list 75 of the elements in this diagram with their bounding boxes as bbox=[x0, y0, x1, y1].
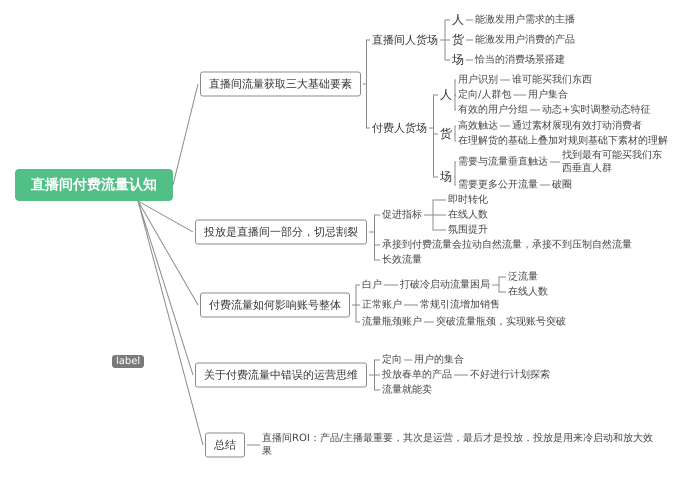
leaf-text: 不好进行计划探索 bbox=[470, 368, 550, 382]
leaf-text: 恰当的消费场景搭建 bbox=[475, 54, 565, 66]
connector-line bbox=[454, 162, 456, 178]
leaf-text: 直播间ROI：产品/主播最重要，其次是运营，最后才是投放，投放是用来冷启动和放大效果 bbox=[262, 432, 657, 458]
leaf-text: 在线人数 bbox=[508, 286, 548, 298]
connector-line bbox=[454, 94, 456, 110]
leaf-text: 打破冷启动流量困局 bbox=[400, 278, 490, 292]
connector-line bbox=[454, 374, 468, 376]
leaf-text: 动态+实时调整动态特征 bbox=[542, 104, 650, 116]
tag-label: label bbox=[112, 355, 144, 368]
branch-text: 人 bbox=[440, 86, 452, 104]
topic-box: 投放是直播间一部分，切忌割裂 bbox=[195, 220, 367, 244]
connector-line bbox=[172, 84, 198, 186]
leaf-text: 常规引流增加销售 bbox=[420, 298, 500, 312]
leaf-text: 在理解货的基础上叠加对规则基础下素材的理解 bbox=[458, 134, 668, 148]
connector-line bbox=[540, 184, 550, 186]
leaf-text: 流量瓶颈账户 bbox=[362, 316, 422, 328]
leaf-text: 促进指标 bbox=[382, 208, 422, 222]
topic-box: 直播间流量获取三大基础要素 bbox=[200, 72, 361, 96]
leaf-text: 谁可能买我们东西 bbox=[512, 74, 592, 86]
leaf-text: 投放春单的产品 bbox=[382, 368, 452, 382]
connector-line bbox=[246, 444, 260, 446]
connector-line bbox=[138, 200, 194, 232]
connector-line bbox=[440, 40, 450, 60]
branch-text: 场 bbox=[452, 52, 464, 68]
leaf-text: 能激发用户需求的主播 bbox=[475, 14, 575, 26]
connector-line bbox=[428, 128, 438, 178]
connector-line bbox=[454, 80, 456, 96]
leaf-text: 通过素材展现有效打动消费者 bbox=[512, 120, 642, 132]
connector-line bbox=[454, 126, 456, 134]
leaf-text: 白户 bbox=[362, 278, 382, 292]
connector-line bbox=[424, 214, 446, 230]
leaf-text: 需要与流量垂直触达 bbox=[458, 156, 548, 168]
leaf-text: 氛围提升 bbox=[448, 224, 488, 236]
leaf-text: 正常账户 bbox=[362, 298, 402, 312]
leaf-text: 长效流量 bbox=[382, 254, 422, 266]
leaf-text: 高效触达 bbox=[458, 120, 498, 132]
leaf-text: 用户识别 bbox=[458, 74, 498, 86]
connector-line bbox=[404, 304, 418, 306]
connector-line bbox=[368, 374, 380, 390]
connector-line bbox=[138, 200, 198, 306]
leaf-text: 能激发用户消费的产品 bbox=[475, 34, 575, 46]
root-topic: 直播间付费流量认知 bbox=[15, 169, 173, 201]
leaf-text: 有效的用户分组 bbox=[458, 104, 528, 116]
connector-line bbox=[384, 284, 398, 286]
leaf-text: 用户集合 bbox=[528, 88, 568, 102]
leaf-text: 即时转化 bbox=[448, 194, 488, 206]
branch-text: 货 bbox=[440, 126, 452, 142]
leaf-text: 用户的集合 bbox=[414, 354, 464, 366]
branch-text: 场 bbox=[440, 168, 452, 186]
connector-line bbox=[362, 84, 370, 128]
connector-line bbox=[454, 134, 456, 142]
connector-line bbox=[138, 200, 204, 446]
topic-box: 总结 bbox=[205, 432, 245, 458]
connector-line bbox=[368, 232, 380, 260]
subtopic-text: 直播间人货场 bbox=[372, 32, 438, 48]
leaf-text: 承接到付费流量会拉动自然流量，承接不到压制自然流量 bbox=[382, 238, 632, 252]
branch-text: 人 bbox=[452, 12, 464, 28]
leaf-text: 需要更多公开流量 bbox=[458, 178, 538, 192]
topic-box: 付费流量如何影响账号整体 bbox=[200, 292, 350, 318]
leaf-text: 找到最有可能买我们东西垂直人群 bbox=[562, 149, 667, 175]
subtopic-text: 付费人货场 bbox=[372, 120, 427, 136]
leaf-text: 泛流量 bbox=[508, 270, 538, 284]
leaf-text: 在线人数 bbox=[448, 208, 488, 222]
leaf-text: 定向/人群包 bbox=[458, 88, 512, 102]
connector-line bbox=[138, 200, 194, 376]
leaf-text: 突破流量瓶颈，实现账号突破 bbox=[436, 316, 566, 328]
connector-line bbox=[454, 176, 456, 186]
connector-line bbox=[512, 94, 526, 96]
connector-line bbox=[492, 284, 506, 292]
branch-text: 货 bbox=[452, 32, 464, 48]
leaf-text: 破圈 bbox=[552, 178, 572, 192]
topic-box: 关于付费流量中错误的运营思维 bbox=[195, 362, 367, 388]
leaf-text: 定向 bbox=[382, 354, 402, 366]
leaf-text: 流量就能卖 bbox=[382, 384, 432, 396]
